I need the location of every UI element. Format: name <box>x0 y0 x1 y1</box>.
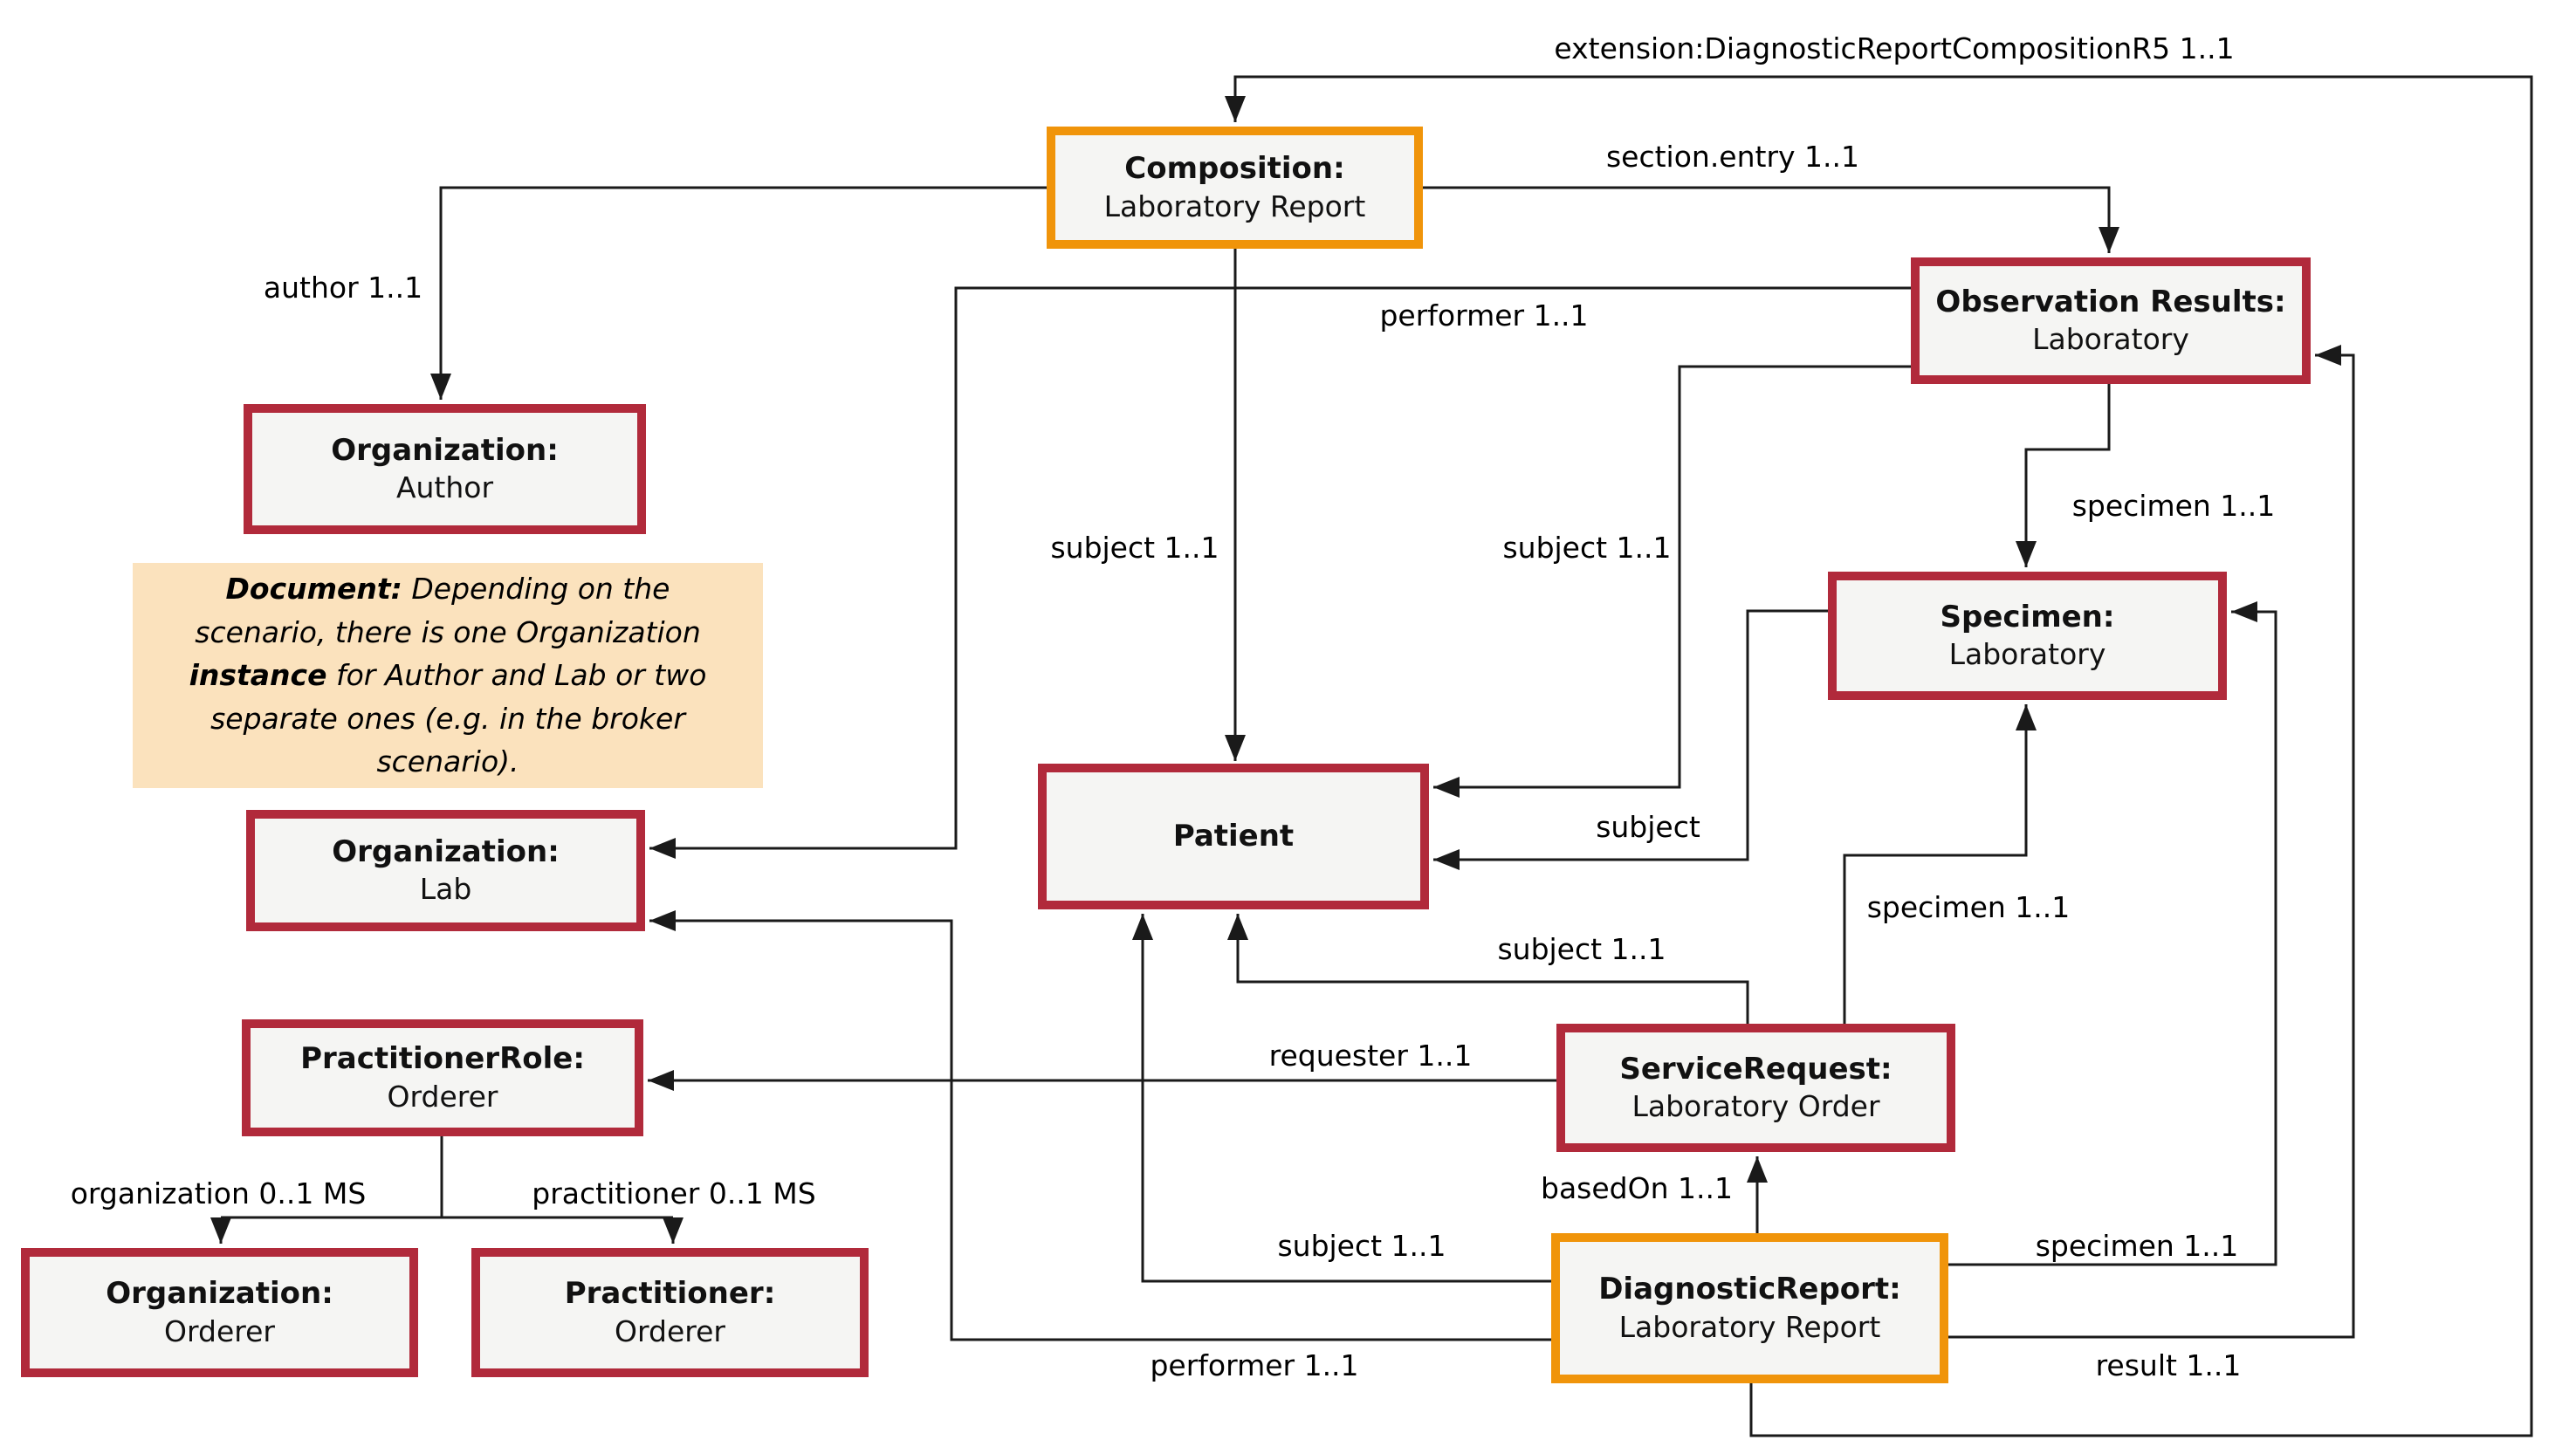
edge-label-requester: requester 1..1 <box>1268 1039 1473 1073</box>
node-practitioner-role-title: PractitionerRole: <box>300 1041 585 1077</box>
connector-extension-dr-to-composition <box>1225 75 2533 1437</box>
node-composition[interactable]: Composition: Laboratory Report <box>1047 127 1423 249</box>
node-service-request-subtitle: Laboratory Order <box>1631 1089 1880 1124</box>
connector-practitionerrole-stem <box>221 1136 673 1219</box>
connector-specimen-observation <box>2016 384 2111 567</box>
connector-performer-diagnosticreport <box>649 910 1551 1341</box>
note-document-text: Document: Depending on the scenario, the… <box>159 567 737 784</box>
edge-label-section-entry: section.entry 1..1 <box>1605 140 1860 174</box>
edge-label-subject-specimen: subject <box>1596 810 1700 844</box>
node-practitioner-role[interactable]: PractitionerRole: Orderer <box>242 1019 643 1136</box>
node-specimen[interactable]: Specimen: Laboratory <box>1828 572 2227 700</box>
connector-section-entry <box>1423 186 2119 253</box>
node-service-request-title: ServiceRequest: <box>1619 1051 1893 1087</box>
connector-author <box>430 186 1047 400</box>
connector-subject-observation <box>1433 365 1911 798</box>
node-organization-lab-title: Organization: <box>332 833 560 869</box>
node-organization-author-title: Organization: <box>331 432 559 468</box>
node-observation-results-subtitle: Laboratory <box>2032 322 2189 357</box>
node-patient-title: Patient <box>1172 819 1295 854</box>
node-practitioner-role-subtitle: Orderer <box>387 1079 498 1114</box>
node-observation-results-title: Observation Results: <box>1935 284 2286 319</box>
node-patient[interactable]: Patient <box>1038 764 1429 909</box>
node-organization-author[interactable]: Organization: Author <box>244 404 646 534</box>
node-organization-lab[interactable]: Organization: Lab <box>246 810 645 931</box>
connector-subject-specimen <box>1433 609 1828 870</box>
node-observation-results[interactable]: Observation Results: Laboratory <box>1911 257 2311 384</box>
connector-specimen-diagnosticreport <box>1948 601 2277 1266</box>
note-document: Document: Depending on the scenario, the… <box>133 563 763 788</box>
node-composition-title: Composition: <box>1124 151 1345 187</box>
edge-label-subject-servicerequest: subject 1..1 <box>1497 932 1666 966</box>
edge-label-specimen-observation: specimen 1..1 <box>2071 489 2276 523</box>
edge-label-specimen-diagnosticreport: specimen 1..1 <box>2035 1229 2239 1263</box>
note-text2: for Author and Lab or two separate ones … <box>210 658 707 779</box>
edge-label-basedon: basedOn 1..1 <box>1541 1171 1733 1205</box>
edge-label-author: author 1..1 <box>263 271 423 305</box>
edge-label-practitioner-ms: practitioner 0..1 MS <box>532 1176 816 1210</box>
node-service-request[interactable]: ServiceRequest: Laboratory Order <box>1556 1024 1955 1152</box>
edge-label-subject-composition: subject 1..1 <box>1050 531 1219 565</box>
edge-label-extension: extension:DiagnosticReportCompositionR5 … <box>1554 31 2235 65</box>
note-text1: Depending on the scenario, there is one … <box>195 572 701 649</box>
node-diagnostic-report[interactable]: DiagnosticReport: Laboratory Report <box>1551 1233 1948 1383</box>
connector-subject-diagnosticreport <box>1132 914 1551 1283</box>
node-composition-subtitle: Laboratory Report <box>1103 189 1366 223</box>
edge-label-performer-observation: performer 1..1 <box>1379 298 1589 333</box>
connector-result-diagnosticreport <box>1948 345 2355 1339</box>
node-organization-orderer[interactable]: Organization: Orderer <box>21 1248 418 1377</box>
node-practitioner-orderer[interactable]: Practitioner: Orderer <box>471 1248 869 1377</box>
connector-subject-servicerequest <box>1227 914 1749 1024</box>
edge-label-subject-diagnosticreport: subject 1..1 <box>1277 1229 1446 1263</box>
node-practitioner-orderer-title: Practitioner: <box>564 1276 776 1312</box>
note-lead1: Document: <box>225 572 402 607</box>
edge-label-organization-ms: organization 0..1 MS <box>70 1176 367 1210</box>
node-organization-lab-subtitle: Lab <box>419 872 472 907</box>
node-diagnostic-report-subtitle: Laboratory Report <box>1618 1309 1881 1344</box>
edge-label-specimen-servicerequest: specimen 1..1 <box>1866 890 2071 924</box>
node-specimen-title: Specimen: <box>1940 599 2115 634</box>
edge-label-performer-diagnosticreport: performer 1..1 <box>1150 1348 1359 1382</box>
connector-specimen-servicerequest <box>1843 704 2037 1024</box>
node-practitioner-orderer-subtitle: Orderer <box>615 1313 725 1348</box>
edge-label-result: result 1..1 <box>2095 1348 2242 1382</box>
connector-performer-observation <box>649 286 1911 859</box>
note-lead2: instance <box>189 658 327 693</box>
node-organization-orderer-title: Organization: <box>106 1276 333 1312</box>
node-diagnostic-report-title: DiagnosticReport: <box>1598 1272 1901 1307</box>
node-specimen-subtitle: Laboratory <box>1948 637 2106 672</box>
node-organization-orderer-subtitle: Orderer <box>164 1313 275 1348</box>
node-organization-author-subtitle: Author <box>395 470 494 505</box>
edge-label-subject-observation: subject 1..1 <box>1502 531 1672 565</box>
